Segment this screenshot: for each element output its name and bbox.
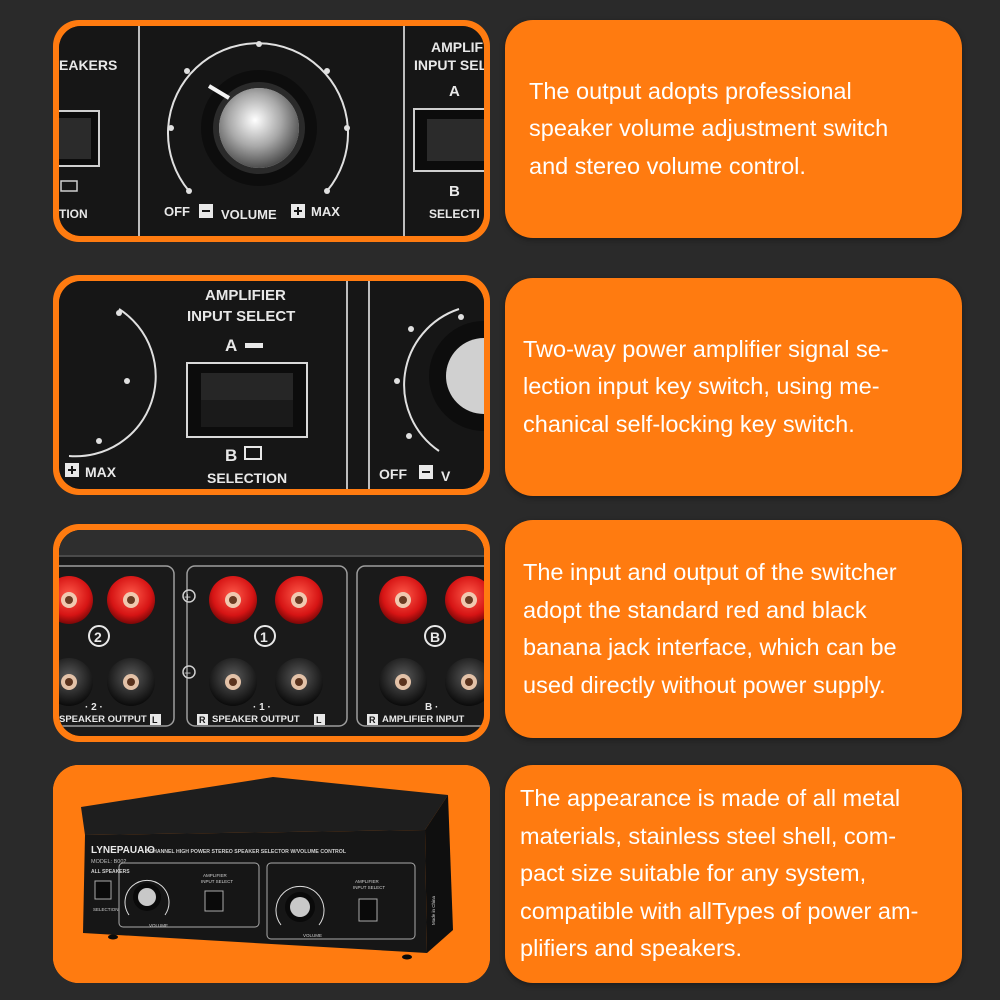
- feature-card-3: The input and output of the switcher ado…: [505, 520, 962, 738]
- product-subtitle: 2 CHANNEL HIGH POWER STEREO SPEAKER SELE…: [145, 849, 347, 855]
- volume-partial-label: V: [441, 468, 451, 484]
- off-label: OFF: [379, 466, 407, 482]
- amplifier-label: AMPLIFIER: [203, 873, 228, 878]
- dot-b-label: B ·: [425, 702, 438, 713]
- photo-frame: 2 1 B + − · 2 ·: [59, 530, 484, 736]
- speaker-output-1-label: SPEAKER OUTPUT: [212, 714, 300, 725]
- photo-input-select: MAX AMPLIFIER INPUT SELECT A B SELECTION: [53, 275, 490, 495]
- volume-panel-illustration: EAKERS TION: [59, 26, 484, 236]
- b-label: B: [225, 446, 237, 465]
- amplifier-label: AMPLIFI: [431, 39, 484, 55]
- photo-frame: LYNEPAUAIO MODEL: B002 2 CHANNEL HIGH PO…: [53, 765, 490, 983]
- feature-description: The appearance is made of all metal mate…: [520, 785, 919, 962]
- photo-banana-jacks: 2 1 B + − · 2 ·: [53, 524, 490, 742]
- black-jack-row: [59, 658, 484, 706]
- device-illustration: LYNEPAUAIO MODEL: B002 2 CHANNEL HIGH PO…: [53, 765, 490, 983]
- feature-card-1: The output adopts professional speaker v…: [505, 20, 962, 238]
- amplifier-input-label: AMPLIFIER INPUT: [382, 714, 465, 725]
- output-1-badge: 1: [260, 629, 268, 645]
- dot-1-label: · 1 ·: [253, 702, 271, 713]
- dot-2-label: · 2 ·: [85, 702, 103, 713]
- feature-card-2: Two-way power amplifier signal se- lecti…: [505, 278, 962, 496]
- input-select-illustration: MAX AMPLIFIER INPUT SELECT A B SELECTION: [59, 281, 484, 489]
- feature-description: Two-way power amplifier signal se- lecti…: [523, 335, 889, 437]
- photo-volume-knob: EAKERS TION: [53, 20, 490, 242]
- photo-device-overview: LYNEPAUAIO MODEL: B002 2 CHANNEL HIGH PO…: [53, 765, 490, 983]
- feature-card-4: The appearance is made of all metal mate…: [505, 765, 962, 983]
- b-label: B: [449, 183, 460, 200]
- selection-label: SELECTION: [93, 907, 119, 912]
- banana-jacks-illustration: 2 1 B + − · 2 ·: [59, 530, 484, 736]
- plus-marker: +: [184, 590, 191, 604]
- amplifier-label: AMPLIFIER: [205, 287, 286, 304]
- l-marker: L: [152, 715, 158, 725]
- input-select-label: INPUT SELECT: [353, 885, 385, 890]
- made-in-label: Made in China: [431, 895, 436, 925]
- minus-marker: −: [184, 666, 191, 680]
- amplifier-label: AMPLIFIER: [355, 879, 380, 884]
- speaker-output-2-label: SPEAKER OUTPUT: [59, 714, 147, 725]
- feature-description: The input and output of the switcher ado…: [523, 559, 897, 698]
- photo-frame: MAX AMPLIFIER INPUT SELECT A B SELECTION: [59, 281, 484, 489]
- a-label: A: [225, 336, 237, 355]
- max-label: MAX: [311, 204, 340, 219]
- input-b-badge: B: [430, 629, 440, 645]
- speakers-label: EAKERS: [59, 57, 117, 73]
- max-label: MAX: [85, 464, 117, 480]
- volume-label: VOLUME: [221, 207, 277, 222]
- input-select-label: INPUT SELECT: [201, 879, 233, 884]
- photo-frame: EAKERS TION: [59, 26, 484, 236]
- input-select-label: INPUT SELECT: [187, 308, 295, 325]
- selection-label-right: SELECTI: [429, 207, 480, 221]
- all-speakers-label: ALL SPEAKERS: [91, 869, 130, 875]
- feature-description: The output adopts professional speaker v…: [529, 77, 889, 179]
- volume-label: VOLUME: [303, 933, 322, 938]
- r-marker: R: [199, 715, 206, 725]
- model-label: MODEL: B002: [91, 859, 126, 865]
- volume-knob[interactable]: [201, 70, 317, 186]
- input-select-switch[interactable]: [186, 362, 308, 438]
- selection-label-left: TION: [59, 207, 88, 221]
- red-jack-row: [59, 576, 484, 624]
- volume-label: VOLUME: [149, 923, 168, 928]
- brand-logo: LYNEPAUAIO: [91, 845, 155, 856]
- r-marker: R: [369, 715, 376, 725]
- l-marker: L: [316, 715, 322, 725]
- off-label: OFF: [164, 204, 190, 219]
- a-label: A: [449, 83, 460, 100]
- output-2-badge: 2: [94, 629, 102, 645]
- selection-label: SELECTION: [207, 470, 287, 486]
- input-select-label: INPUT SEL: [414, 57, 484, 73]
